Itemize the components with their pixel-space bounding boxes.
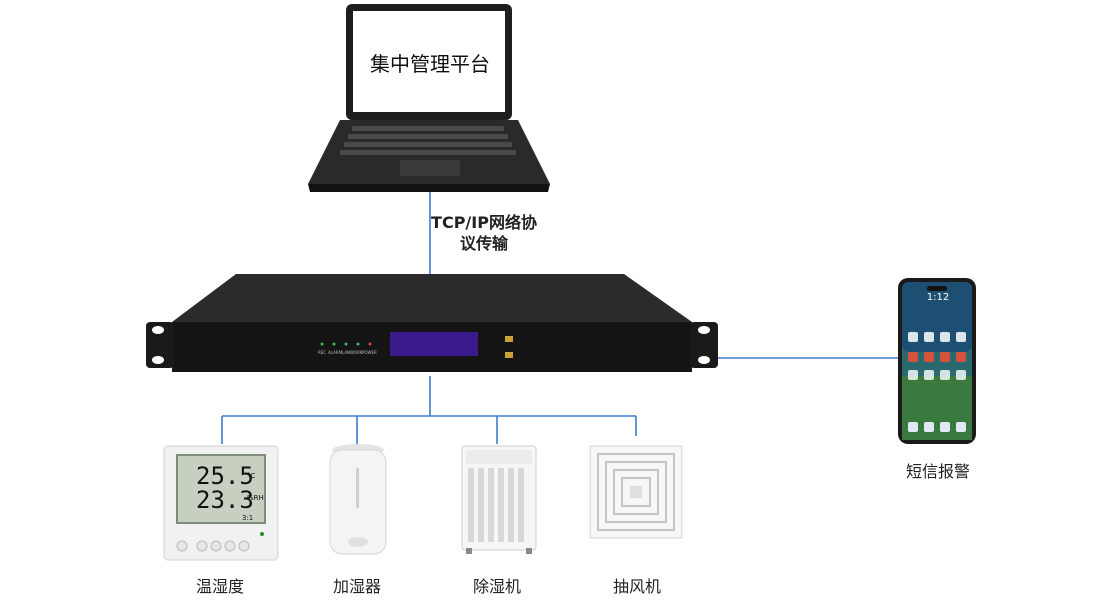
exhaust-fan-icon <box>589 445 683 539</box>
indicator-rec: REC <box>318 350 326 355</box>
protocol-label: TCP/IP网络协 议传输 <box>404 212 564 254</box>
dehumidifier-icon <box>461 445 537 554</box>
sensor-temp-unit: °C <box>247 472 256 480</box>
sensor-humidity-unit: %RH <box>247 494 264 502</box>
sensor-humidity-value: 23.3 <box>196 486 254 514</box>
phone-clock: 1:12 <box>926 292 950 303</box>
sensor-temp-value: 25.5 <box>196 462 254 490</box>
protocol-label-line1: TCP/IP网络协 <box>431 213 537 232</box>
device-label-fan: 抽风机 <box>612 577 661 596</box>
indicator-power: POWER <box>362 350 377 355</box>
thermo-hygrometer-icon: 25.5 °C 23.3 %RH 3:1 <box>163 445 279 561</box>
indicator-work: WORK <box>350 350 363 355</box>
device-label-dehumidifier: 除湿机 <box>472 577 521 596</box>
humidifier-icon <box>329 444 387 555</box>
controller-indicator-labels: REC ALARM LAN WORK POWER <box>318 350 377 355</box>
indicator-alarm: ALARM <box>328 350 343 355</box>
controller-display <box>390 332 478 356</box>
platform-label: 集中管理平台 <box>370 52 490 76</box>
smartphone-icon <box>898 278 976 444</box>
device-label-humidifier: 加湿器 <box>332 577 381 596</box>
protocol-label-line2: 议传输 <box>459 234 508 253</box>
indicator-lan: LAN <box>342 350 350 355</box>
laptop-icon <box>308 4 550 192</box>
phone-label: 短信报警 <box>905 462 970 481</box>
device-label-sensor: 温湿度 <box>195 577 244 596</box>
sensor-footer: 3:1 <box>242 514 253 522</box>
rack-controller-icon <box>146 274 718 372</box>
